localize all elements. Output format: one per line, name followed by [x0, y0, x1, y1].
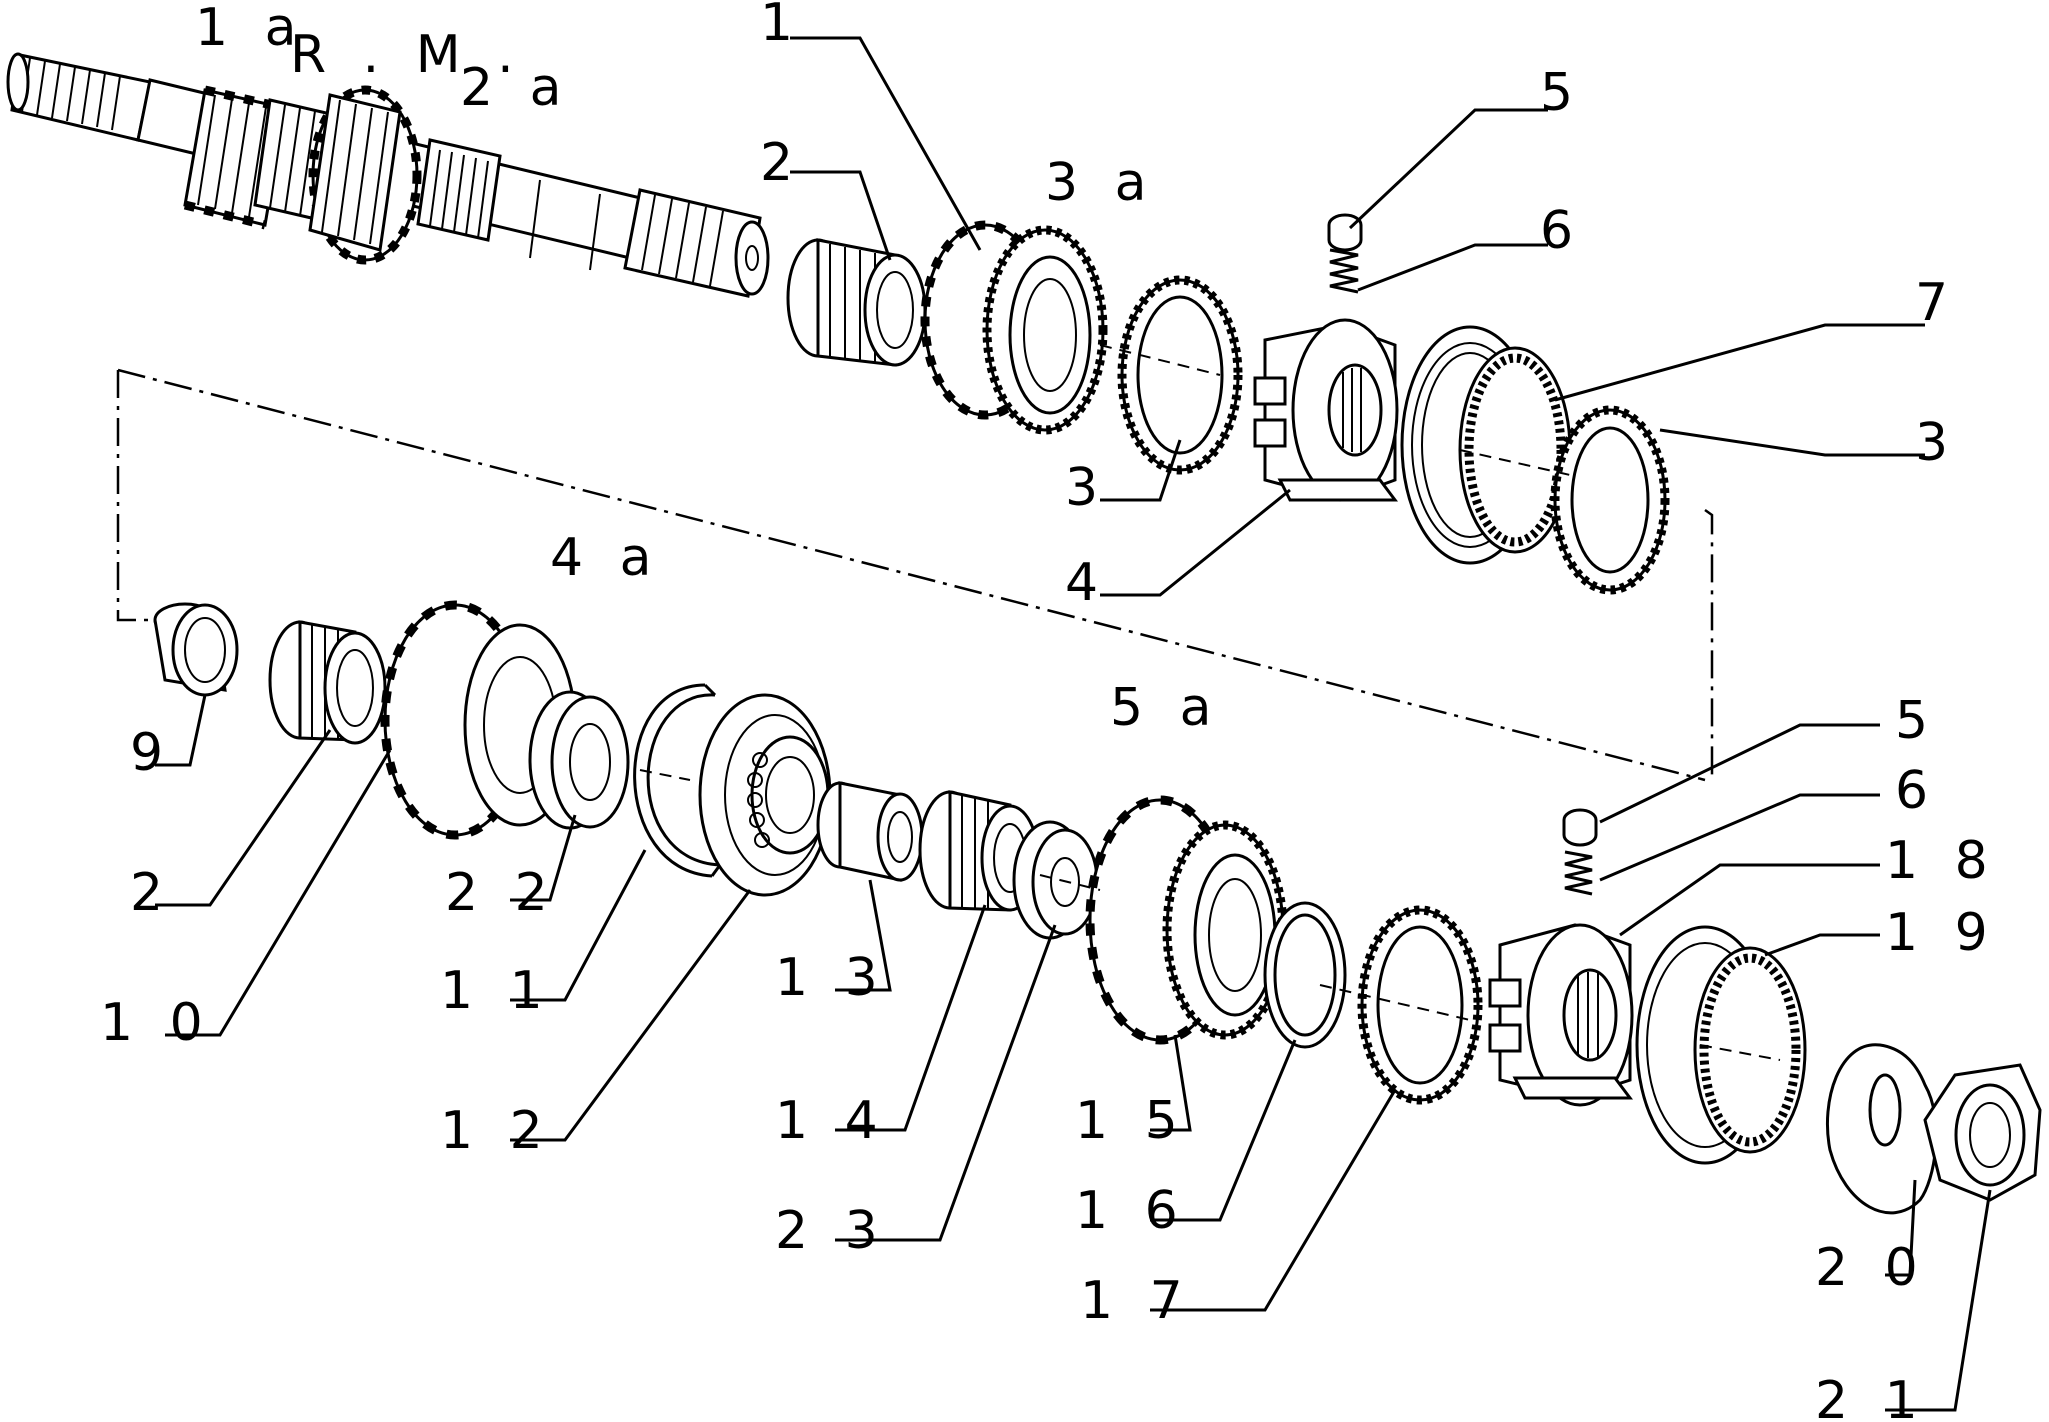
- callout-7: 7: [1915, 273, 1958, 333]
- synchro-hub-upper: [1253, 318, 1399, 502]
- callout-10: 1 0: [100, 993, 213, 1053]
- synchro-ring-upper-right: [1550, 405, 1670, 595]
- part-callouts: 1 2 5 6 7 3 3 4 9 2 2 2 1 0 1 1 1 2 1 3 …: [100, 0, 1998, 1422]
- callout-21: 2 1: [1815, 1371, 1928, 1422]
- callout-3-right: 3: [1915, 413, 1958, 473]
- thrust-washer: [528, 690, 630, 830]
- synchro-ring-upper-left: [1117, 275, 1243, 475]
- detent-plunger-bottom: [1562, 808, 1598, 847]
- axis-lines: [639, 344, 1781, 1061]
- retaining-ring: [1263, 901, 1347, 1049]
- sliding-sleeve-upper: [1400, 325, 1572, 565]
- gear-ratio-labels: 1 a R . M . 2 a 3 a 4 a 5 a: [195, 0, 1221, 738]
- detent-plunger-top: [1327, 213, 1363, 252]
- callout-23: 2 3: [775, 1201, 888, 1261]
- callout-1: 1: [760, 0, 803, 53]
- callout-11: 1 1: [440, 961, 553, 1021]
- gear-third: [920, 220, 1108, 435]
- synchro-hub-lower: [1488, 923, 1634, 1107]
- callout-19: 1 9: [1885, 903, 1998, 963]
- needle-bearing-middle: [918, 790, 1040, 912]
- sliding-sleeve-lower: [1635, 925, 1807, 1165]
- label-reverse-gear: R . M .: [290, 25, 524, 85]
- label-fifth-gear: 5 a: [1110, 678, 1221, 738]
- callout-15: 1 5: [1075, 1091, 1188, 1151]
- callout-6-bottom: 6: [1895, 761, 1938, 821]
- lock-washer: [1825, 1043, 1938, 1215]
- callout-17: 1 7: [1080, 1271, 1193, 1331]
- callout-18: 1 8: [1885, 831, 1998, 891]
- spacer-sleeve: [816, 781, 924, 882]
- synchro-ring-lower: [1357, 905, 1483, 1105]
- snap-ring: [633, 683, 722, 878]
- callout-14: 1 4: [775, 1091, 888, 1151]
- callout-5-bottom: 5: [1895, 691, 1938, 751]
- shaft-gear-second: [308, 85, 422, 265]
- callout-20: 2 0: [1815, 1238, 1928, 1298]
- detent-spring-bottom: [1564, 850, 1593, 896]
- callout-5-top: 5: [1540, 63, 1583, 123]
- small-washer: [1012, 820, 1099, 940]
- lock-nut: [1923, 1063, 2042, 1202]
- label-second-gear: 2 a: [460, 58, 571, 118]
- callout-3-mid: 3: [1065, 458, 1108, 518]
- callout-22: 2 2: [445, 863, 558, 923]
- bushing: [153, 602, 239, 697]
- ball-bearing: [698, 693, 832, 897]
- callout-6-top: 6: [1540, 201, 1583, 261]
- label-first-gear: 1 a: [195, 0, 306, 58]
- callout-12: 1 2: [440, 1101, 553, 1161]
- callout-2-bottom: 2: [130, 863, 173, 923]
- detent-spring-top: [1329, 248, 1359, 294]
- callout-13: 1 3: [775, 948, 888, 1008]
- callout-9: 9: [130, 723, 173, 783]
- callout-4: 4: [1065, 553, 1108, 613]
- leader-lines: [155, 36, 1992, 1412]
- label-third-gear: 3 a: [1045, 153, 1156, 213]
- gear-fifth: [1085, 795, 1288, 1045]
- callout-2-top: 2: [760, 133, 803, 193]
- label-fourth-gear: 4 a: [550, 528, 661, 588]
- needle-bearing-top: [786, 238, 927, 367]
- callout-16: 1 6: [1075, 1181, 1188, 1241]
- alignment-lines: [116, 368, 1714, 782]
- needle-bearing-bottom: [268, 620, 387, 745]
